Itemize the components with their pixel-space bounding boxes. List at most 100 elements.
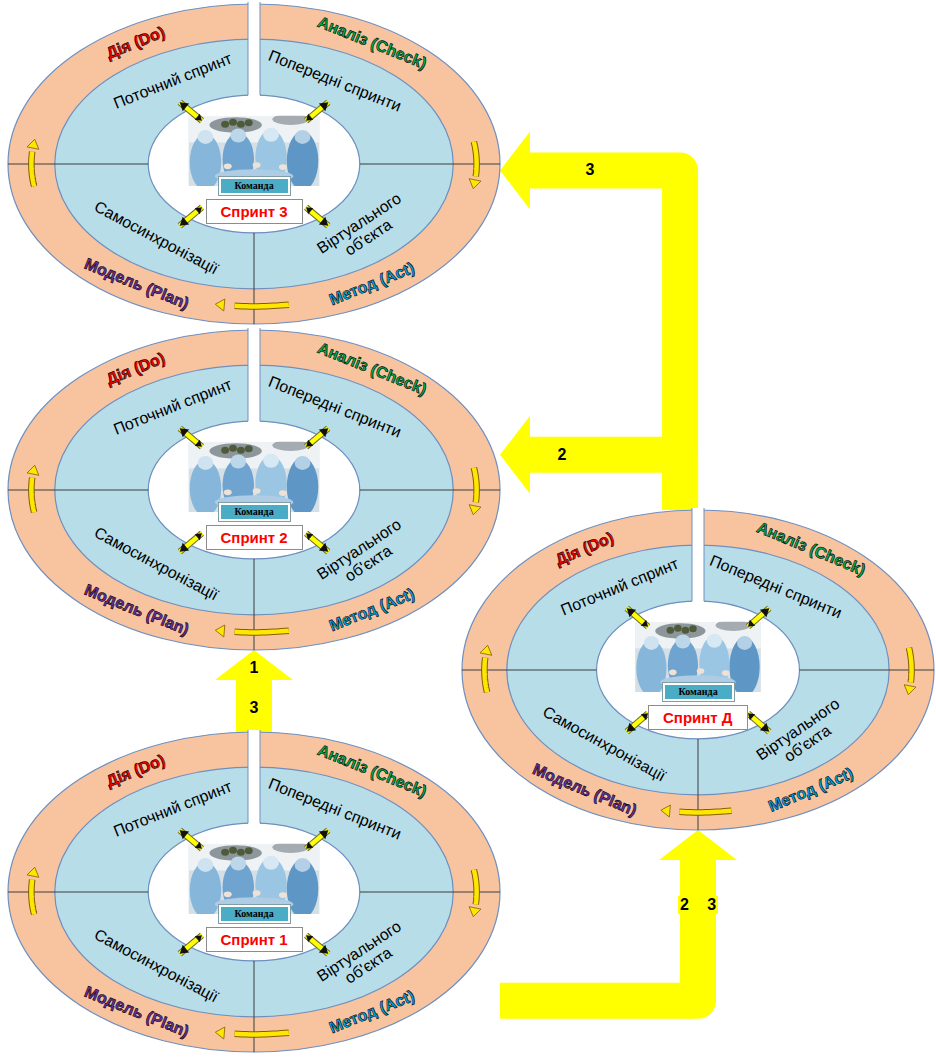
- team-arrow: [306, 935, 328, 953]
- team-arrow-head: [180, 830, 189, 839]
- photo-detail: [229, 445, 237, 452]
- photo-detail: [689, 625, 697, 632]
- photo-detail: [737, 636, 752, 650]
- photo-detail: [245, 445, 253, 452]
- team-core: [148, 95, 360, 233]
- cycle-arrow-head: [27, 867, 39, 877]
- photo-detail: [263, 454, 279, 468]
- photo-detail: [674, 625, 682, 632]
- team-arrow-head: [195, 935, 202, 942]
- photo-detail: [279, 164, 287, 170]
- cycle-arrow: [679, 811, 731, 813]
- photo-detail: [230, 856, 246, 870]
- sprint-cycle-graphic: [8, 330, 500, 650]
- cycle-arrow-outline: [235, 305, 289, 307]
- team-arrow-outline: [180, 428, 202, 446]
- cycle-arrow: [31, 152, 34, 187]
- photo-detail: [224, 892, 232, 898]
- flow-arrow-head: [500, 131, 530, 209]
- box-label: Команда: [235, 180, 274, 192]
- photo-detail: [295, 130, 311, 144]
- cycle-arrow: [474, 870, 477, 905]
- team-arrow-head: [180, 217, 189, 226]
- photo-detail: [237, 447, 245, 454]
- sprint-cycle-graphic: [8, 732, 500, 1052]
- photo-detail: [295, 456, 311, 470]
- box-label: Спринт 1: [221, 931, 288, 948]
- cycle-arrow-head: [480, 645, 492, 655]
- photo-detail: [253, 890, 261, 896]
- team-arrow-head: [627, 608, 636, 617]
- cycle-arrow: [31, 880, 34, 915]
- flow-arrow: [500, 830, 737, 1001]
- cycle-arrow-outline: [31, 880, 34, 915]
- label-box: Спринт 1: [206, 927, 303, 952]
- photo-detail: [644, 636, 659, 650]
- photo-detail: [667, 627, 675, 634]
- team-arrow-head: [319, 945, 328, 954]
- cycle-arrow-head: [469, 505, 481, 515]
- team-arrow-head: [748, 713, 755, 720]
- box-label: Команда: [679, 686, 718, 698]
- photo-detail: [198, 456, 214, 470]
- label-box: Команда: [219, 503, 290, 521]
- photo-detail: [272, 442, 309, 451]
- photo-detail: [221, 121, 229, 128]
- top-gap-edge: [260, 730, 261, 823]
- team-arrow: [180, 207, 202, 225]
- top-gap-edge: [248, 328, 249, 421]
- flow-arrow: [500, 416, 680, 510]
- photo-detail: [237, 849, 245, 856]
- cycle-arrow: [474, 468, 477, 503]
- top-gap-edge: [260, 2, 261, 95]
- team-arrow: [306, 533, 328, 551]
- team-arrow-outline: [748, 713, 769, 731]
- photo-detail: [230, 128, 246, 142]
- photo-detail: [198, 130, 214, 144]
- top-gap: [692, 508, 704, 603]
- team-arrow-head: [306, 207, 313, 214]
- team-arrow-head: [306, 842, 313, 849]
- label-box: Спринт Д: [648, 705, 748, 730]
- team-arrow-head: [319, 102, 328, 111]
- team-arrow-head: [319, 217, 328, 226]
- photo-detail: [272, 116, 309, 125]
- top-gap-edge: [260, 328, 261, 421]
- team-arrow: [180, 935, 202, 953]
- cycle-arrow: [235, 305, 289, 307]
- divider-line: [698, 739, 699, 830]
- photo-detail: [224, 164, 232, 170]
- photo-detail: [716, 622, 751, 631]
- cycle-arrow-head: [661, 805, 670, 817]
- flow-arrow-shaft: [236, 679, 272, 732]
- team-arrow-head: [641, 713, 648, 720]
- photo-detail: [272, 844, 309, 853]
- cycle-arrow-outline: [474, 468, 477, 503]
- team-arrow-outline: [180, 102, 202, 120]
- photo-detail: [221, 849, 229, 856]
- photo-detail: [224, 490, 232, 496]
- label-box: Команда: [663, 683, 734, 701]
- photo-detail: [279, 490, 287, 496]
- flow-arrow-shaft: [529, 170, 680, 510]
- team-arrow-head: [306, 114, 313, 121]
- team-arrow-outline: [748, 608, 769, 626]
- cycle-arrow-outline: [474, 870, 477, 905]
- top-gap-edge: [248, 730, 249, 823]
- flow-arrow: [500, 131, 680, 510]
- step-number: 3: [584, 161, 597, 179]
- cycle-arrow-outline: [235, 631, 289, 633]
- cycle-arrow-outline: [679, 811, 731, 813]
- box-label: Команда: [235, 506, 274, 518]
- surgery-photo: [188, 442, 319, 512]
- photo-detail: [263, 128, 279, 142]
- sprint-cycle: Дія (Do)Аналіз (Check)Метод (Act)Модель …: [462, 510, 934, 830]
- photo-detail: [237, 121, 245, 128]
- sprint-cycle-graphic: [462, 510, 934, 830]
- team-arrow: [306, 830, 328, 848]
- flow-arrow-head: [215, 650, 293, 680]
- top-gap: [248, 328, 260, 423]
- team-arrow-outline: [180, 830, 202, 848]
- top-gap-edge: [692, 508, 693, 601]
- box-label: Спринт Д: [663, 709, 733, 726]
